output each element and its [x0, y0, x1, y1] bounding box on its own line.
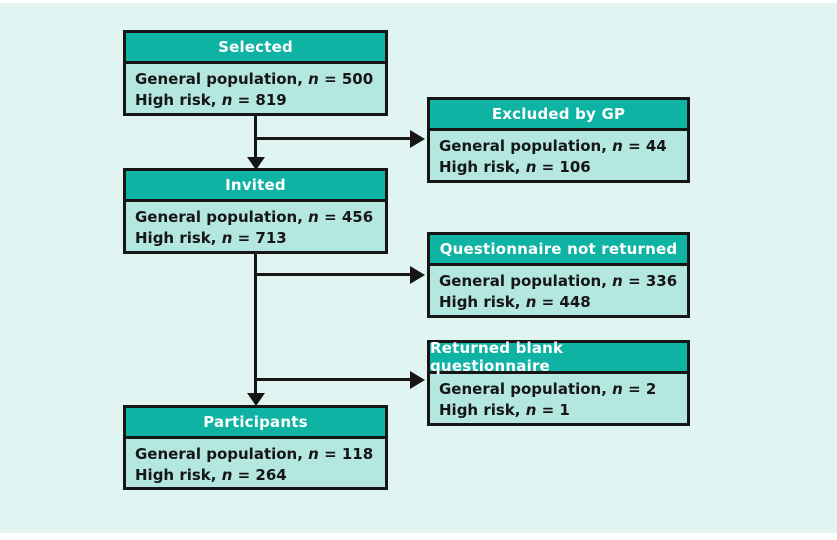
- flow-box-participants: Participants General population, n = 118…: [123, 405, 388, 490]
- box-title-excluded-by-gp: Excluded by GP: [430, 100, 687, 131]
- box-body-excluded-by-gp: General population, n = 44 High risk, n …: [430, 131, 687, 182]
- connector-to-returned-blank-line: [254, 378, 411, 381]
- flow-box-invited: Invited General population, n = 456 High…: [123, 168, 388, 254]
- stat-line: High risk, n = 264: [135, 466, 287, 484]
- box-body-participants: General population, n = 118 High risk, n…: [126, 439, 385, 490]
- box-body-selected: General population, n = 500 High risk, n…: [126, 64, 385, 115]
- flow-box-questionnaire-not-returned: Questionnaire not returned General popul…: [427, 232, 690, 318]
- arrowhead-right-returned-blank-icon: [410, 370, 425, 389]
- stat-line: General population, n = 456: [135, 208, 374, 226]
- stat-line: High risk, n = 1: [439, 401, 570, 419]
- stat-line: General population, n = 336: [439, 272, 678, 290]
- arrowhead-right-excluded-icon: [410, 129, 425, 148]
- flow-box-selected: Selected General population, n = 500 Hig…: [123, 30, 388, 116]
- stat-line: High risk, n = 713: [135, 229, 287, 247]
- stat-line: General population, n = 44: [439, 137, 667, 155]
- box-title-participants: Participants: [126, 408, 385, 439]
- stat-line: High risk, n = 448: [439, 293, 591, 311]
- flow-box-excluded-by-gp: Excluded by GP General population, n = 4…: [427, 97, 690, 183]
- connector-to-excluded-line: [254, 137, 411, 140]
- arrowhead-down-invited-icon: [246, 157, 265, 170]
- stat-line: General population, n = 118: [135, 445, 374, 463]
- stat-line: High risk, n = 106: [439, 158, 591, 176]
- connector-to-questionnaire-not-returned-line: [254, 273, 411, 276]
- box-title-returned-blank-questionnaire: Returned blank questionnaire: [430, 339, 687, 375]
- arrowhead-down-participants-icon: [246, 393, 265, 406]
- box-body-returned-blank-questionnaire: General population, n = 2 High risk, n =…: [430, 374, 687, 425]
- arrowhead-right-questionnaire-not-returned-icon: [410, 265, 425, 284]
- flow-box-returned-blank-questionnaire: Returned blank questionnaire General pop…: [427, 339, 690, 426]
- box-title-selected: Selected: [126, 33, 385, 64]
- stat-line: High risk, n = 819: [135, 91, 287, 109]
- stat-line: General population, n = 2: [439, 380, 657, 398]
- box-title-questionnaire-not-returned: Questionnaire not returned: [430, 235, 687, 266]
- stat-line: General population, n = 500: [135, 70, 374, 88]
- box-title-invited: Invited: [126, 171, 385, 202]
- box-body-questionnaire-not-returned: General population, n = 336 High risk, n…: [430, 266, 687, 317]
- box-body-invited: General population, n = 456 High risk, n…: [126, 202, 385, 253]
- connector-invited-to-participants-line: [254, 253, 257, 395]
